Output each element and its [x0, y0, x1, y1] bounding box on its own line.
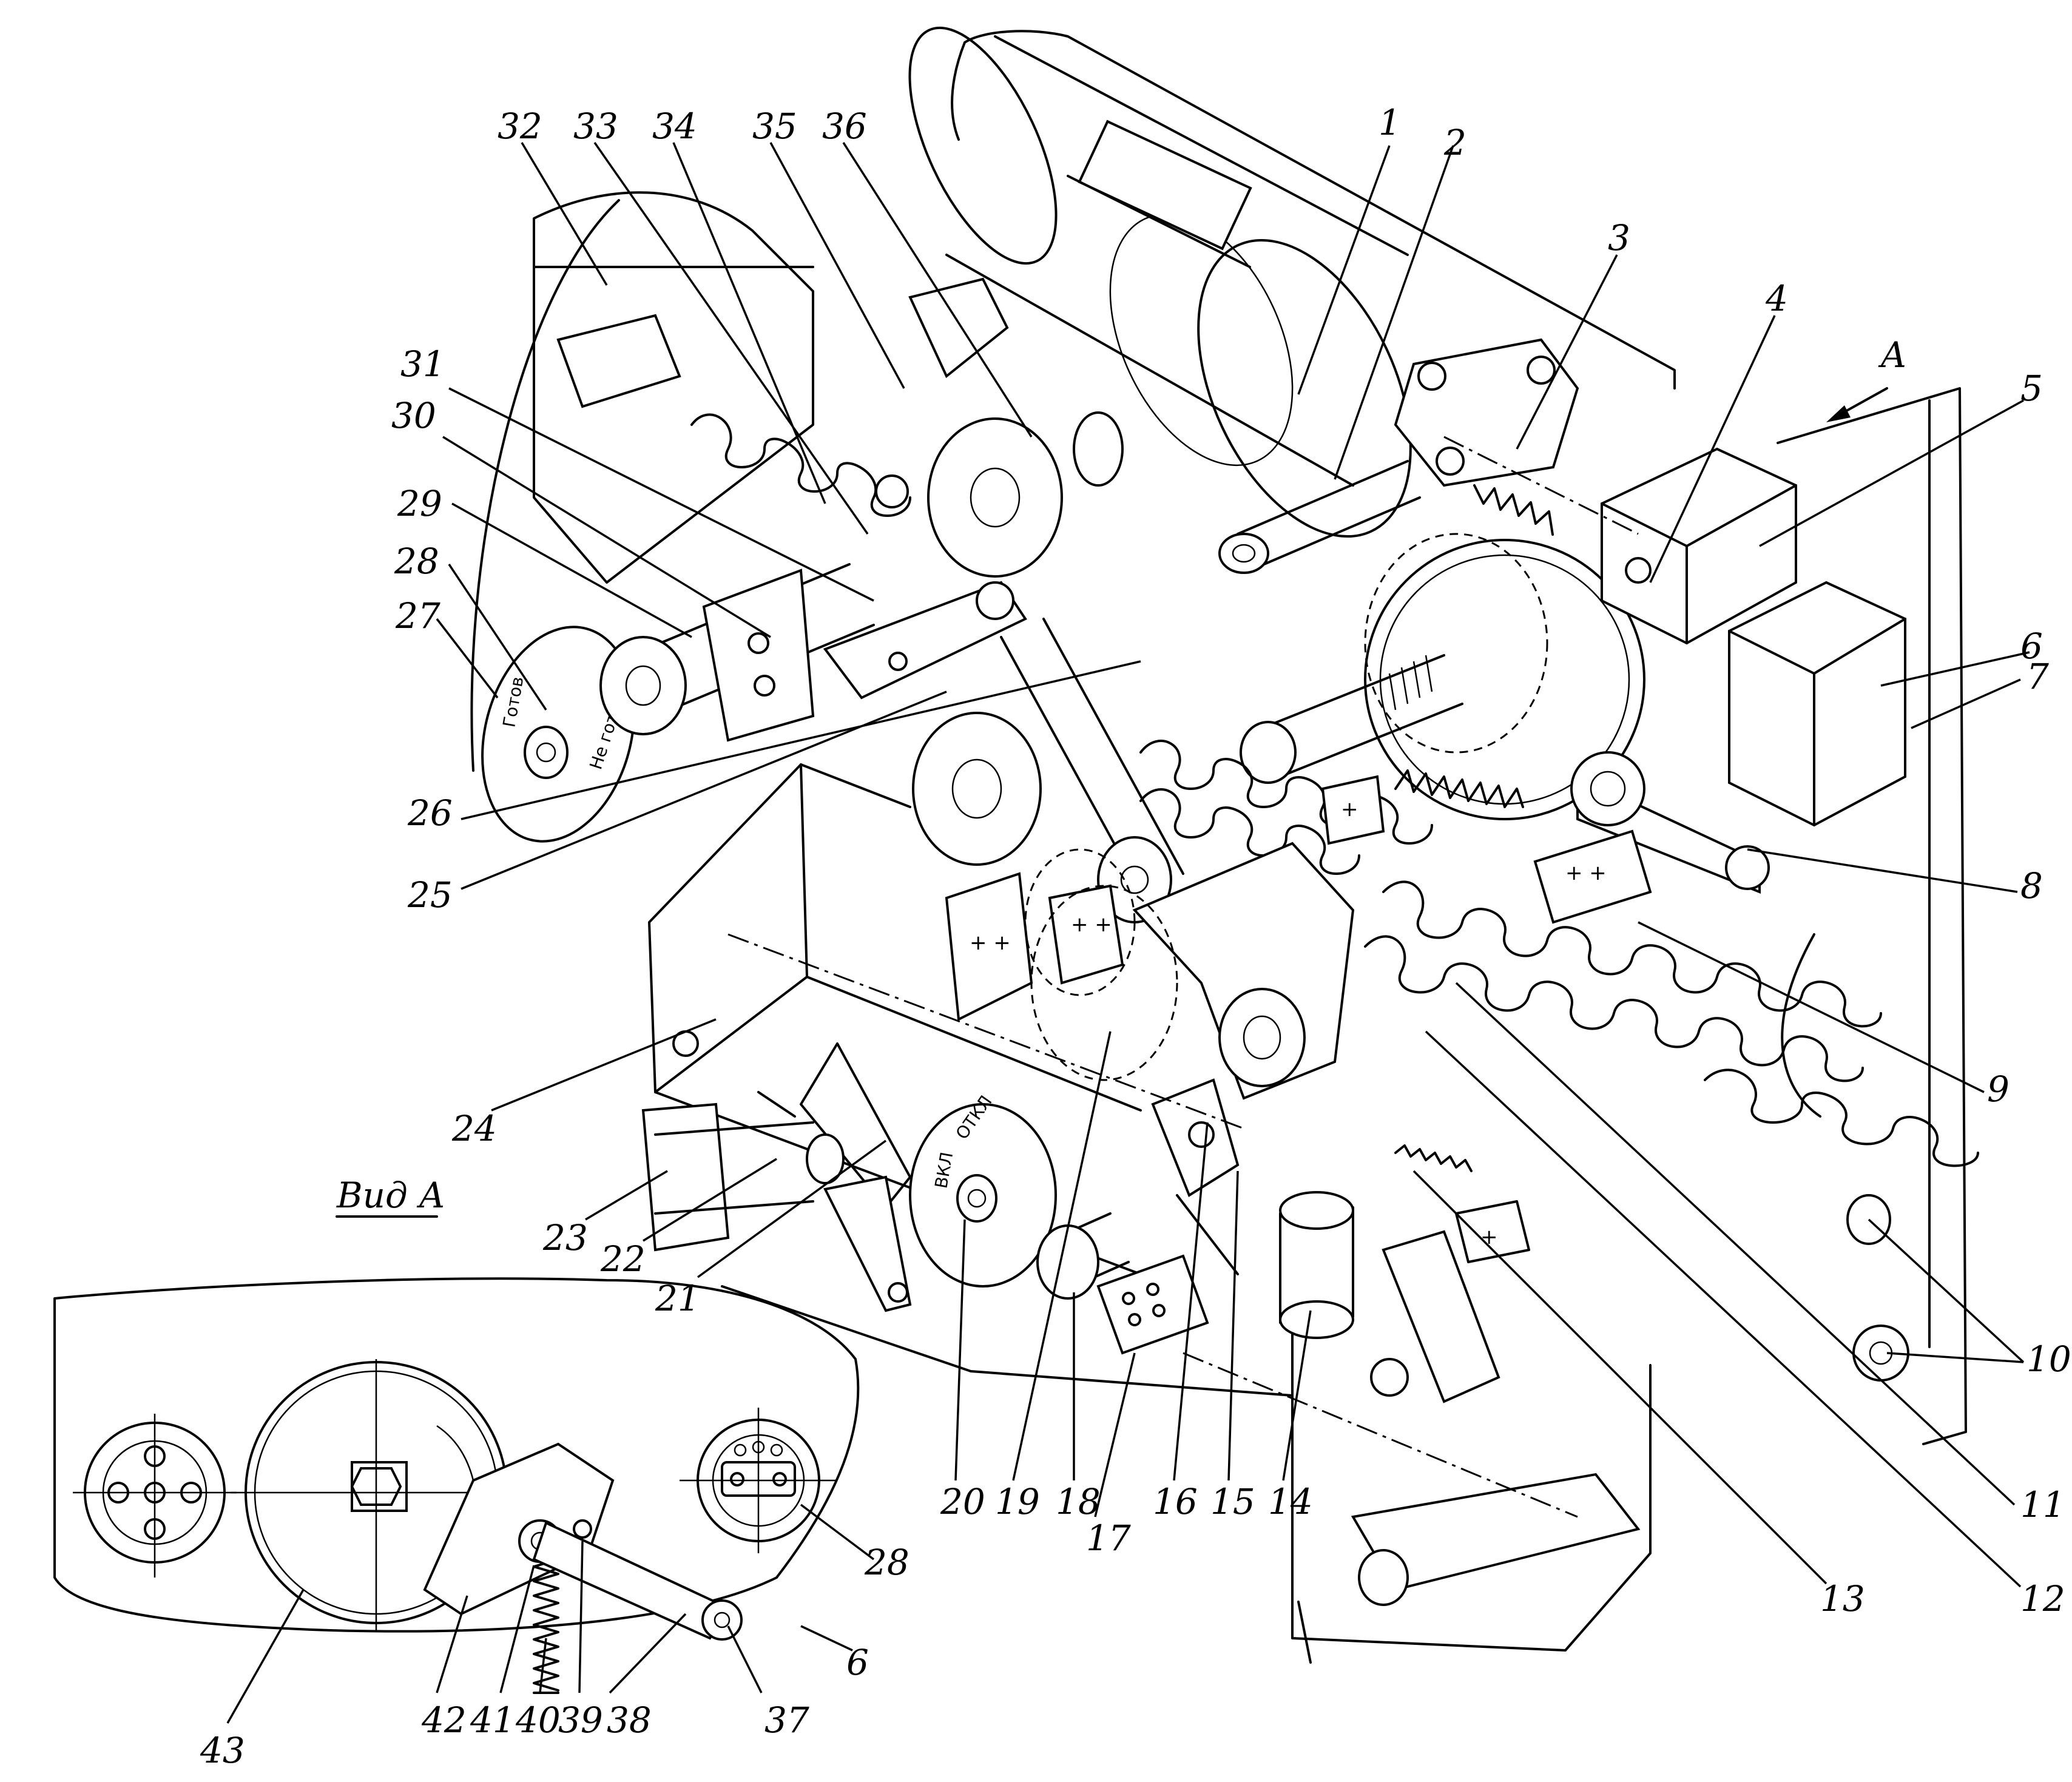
lever-8	[1570, 751, 1770, 894]
callout-34: 34	[652, 106, 697, 147]
callout-2: 2	[1443, 122, 1466, 163]
coil-14	[1279, 1191, 1354, 1339]
svg-text:+ +: + +	[1071, 913, 1112, 937]
svg-text:+ +: + +	[1565, 861, 1607, 885]
main-shaft	[1218, 460, 1421, 574]
callout-39: 39	[558, 1699, 603, 1741]
cam-disc-36	[908, 277, 1124, 578]
callout-11: 11	[2020, 1484, 2065, 1525]
callout-10: 10	[2026, 1338, 2071, 1380]
callout-22: 22	[600, 1238, 646, 1280]
callout-3: 3	[1608, 217, 1630, 258]
housing-left-edge	[951, 41, 966, 141]
callout-23: 23	[542, 1217, 588, 1258]
callout-33: 33	[573, 106, 618, 147]
callout-8: 8	[2020, 865, 2043, 906]
connecting-rod	[1000, 618, 1184, 923]
terminal-block-right: + + +	[1321, 775, 1652, 924]
spring-40	[533, 1558, 559, 1694]
callout-40: 40	[515, 1699, 561, 1741]
shaft-spring	[1139, 740, 1433, 875]
indicator-on-off-disc: ОТКЛ ВКЛ	[909, 1092, 1057, 1288]
callout-31: 31	[400, 343, 445, 385]
left-drum-housing	[470, 191, 911, 772]
callout-35: 35	[752, 106, 797, 147]
view-label: Вид А	[336, 1175, 445, 1216]
callout-15: 15	[1210, 1481, 1255, 1522]
callout-6: 6	[2020, 626, 2043, 667]
pinion-shaft	[1240, 654, 1463, 784]
upper-plate	[1394, 338, 1579, 487]
lever-38	[532, 1521, 743, 1641]
callout-27: 27	[395, 595, 440, 636]
callout-24: 24	[451, 1108, 497, 1149]
cam-shaft-center	[1024, 842, 1355, 1100]
disc-25	[912, 712, 1042, 866]
callout-38: 38	[607, 1699, 652, 1741]
main-assembly: Готов Не готов	[470, 26, 1979, 1664]
lower-linkage: +	[1370, 1200, 1530, 1403]
callout-25: 25	[407, 874, 453, 916]
drum-unit	[908, 26, 1412, 538]
view-a-inset: Вид А	[53, 1175, 860, 1694]
spring-13	[1394, 1144, 1473, 1172]
flange-left	[73, 1414, 237, 1578]
callout-30: 30	[391, 395, 436, 436]
callout-28: 28	[394, 541, 439, 582]
callout-4: 4	[1765, 278, 1788, 319]
svg-text:+ +: + +	[970, 931, 1011, 955]
callout-41: 41	[470, 1699, 515, 1741]
connector-17	[1096, 1254, 1209, 1355]
callout-26: 26	[407, 792, 453, 834]
base-bracket	[1291, 1334, 1652, 1664]
housing-top-edge	[963, 30, 1676, 390]
flange-right	[680, 1408, 837, 1553]
callout-19: 19	[995, 1481, 1040, 1522]
callout-29: 29	[397, 483, 442, 524]
arrow-label: A	[1878, 334, 1906, 376]
relay-block	[1728, 581, 1906, 827]
callout-6-inset: 6	[846, 1642, 869, 1683]
latch-15-16	[1151, 1078, 1240, 1275]
callout-42: 42	[421, 1699, 467, 1741]
callout-leaders	[226, 141, 2030, 1724]
callout-12: 12	[2020, 1578, 2065, 1619]
callout-43: 43	[200, 1730, 245, 1771]
callout-labels: 1 2 3 4 5 6 7 8 9 10 11 12 13 14 15 16 1…	[200, 102, 2071, 1771]
callout-13: 13	[1820, 1578, 1865, 1619]
callout-18: 18	[1056, 1481, 1101, 1522]
callout-1: 1	[1379, 102, 1401, 143]
callout-36: 36	[822, 106, 867, 147]
callout-16: 16	[1153, 1481, 1198, 1522]
ratchet-wheel	[1364, 484, 1645, 820]
inset-border	[53, 1277, 860, 1633]
side-panel	[1777, 387, 1967, 1445]
callout-21: 21	[655, 1278, 700, 1319]
coil-block	[1601, 447, 1797, 645]
callout-5: 5	[2020, 368, 2043, 409]
callout-7: 7	[2026, 656, 2049, 697]
view-arrow-a: A	[1826, 334, 1906, 422]
small-cylinder-18	[1036, 1212, 1130, 1300]
callout-20: 20	[940, 1481, 985, 1522]
terminal-block-center: + + + +	[945, 872, 1124, 1022]
callout-32: 32	[498, 106, 542, 147]
bracket-21-23	[641, 1102, 912, 1312]
lever-42	[423, 1442, 615, 1616]
callout-37: 37	[764, 1699, 809, 1741]
callout-9: 9	[1987, 1068, 2010, 1110]
callout-17: 17	[1086, 1517, 1131, 1559]
callout-14: 14	[1268, 1481, 1313, 1522]
svg-text:+: +	[1341, 797, 1358, 822]
lever-31	[823, 581, 1027, 700]
callout-28-inset: 28	[864, 1542, 909, 1583]
